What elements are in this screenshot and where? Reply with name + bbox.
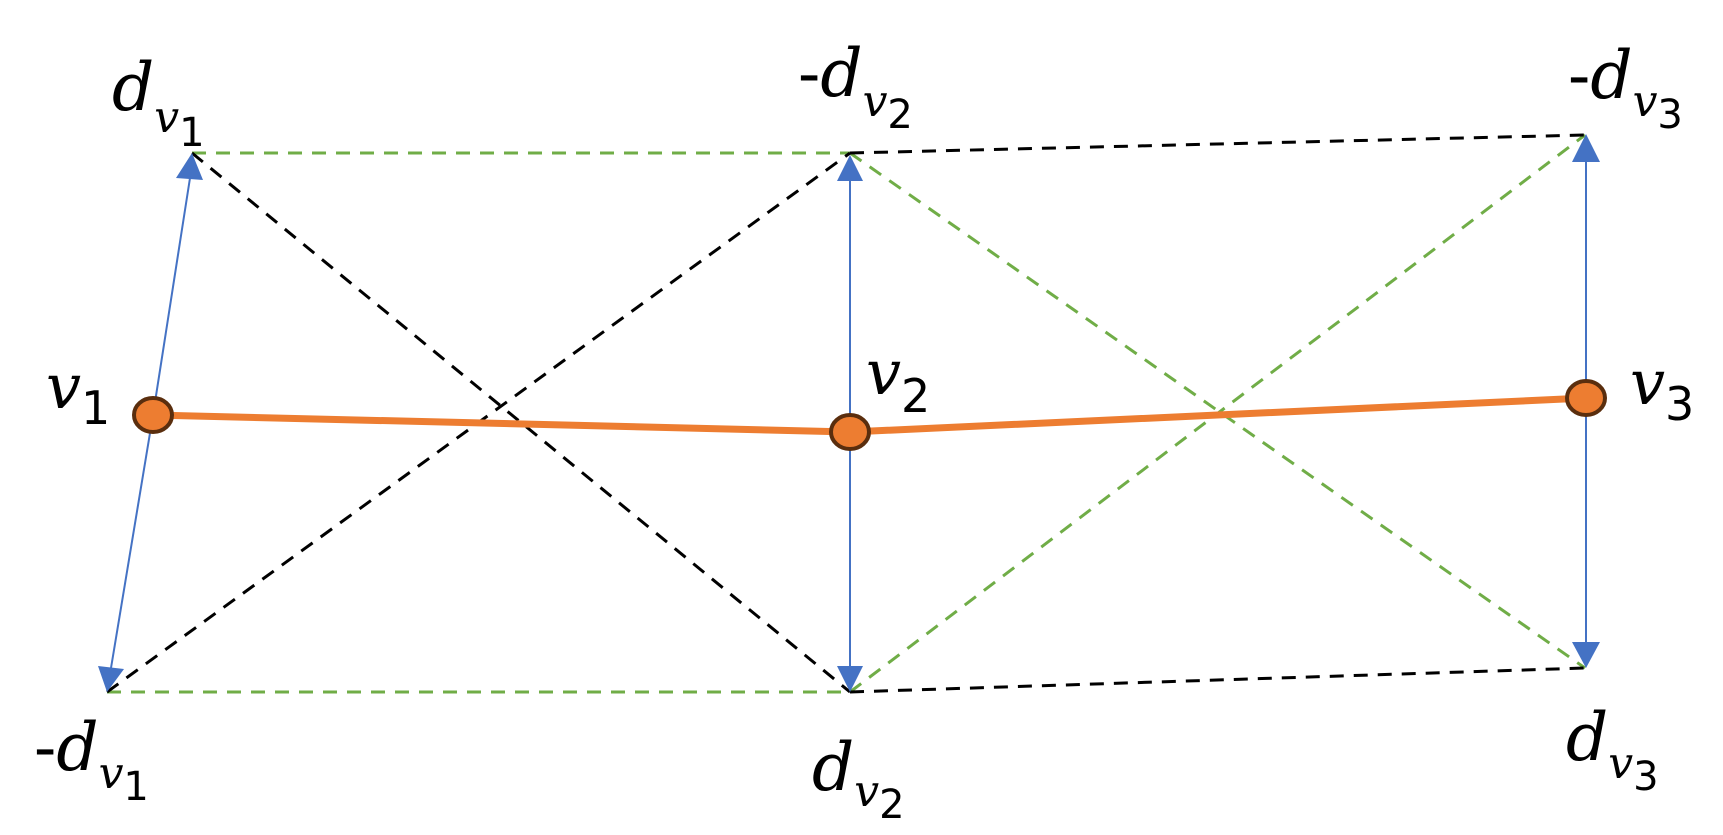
arrow-v1-to-neg-d-v1: [110, 414, 154, 669]
arrowhead-icon: [837, 155, 863, 181]
label-neg-d-v2: -dv2: [798, 35, 913, 138]
arrow-v1-to-d-v1: [152, 177, 191, 416]
edge-d-v2-to-d-v3: [849, 666, 1586, 694]
arrowhead-icon: [176, 153, 203, 180]
label-d-v1: dv1: [112, 49, 205, 156]
node-v3: [1565, 379, 1607, 417]
edge-neg-d-v2-to-neg-d-v3: [849, 133, 1586, 155]
label-d-v2: dv2: [812, 729, 905, 828]
node-v2: [829, 413, 871, 451]
label-v3: v3: [1630, 346, 1694, 431]
arrowhead-icon: [1572, 642, 1600, 668]
arrowhead-icon: [98, 666, 124, 692]
arrowhead-icon: [837, 666, 863, 692]
labels: dv1 -dv2 -dv3 v1 v2 v3 -dv1 dv2: [34, 35, 1694, 828]
edge-d-v1-to-d-v2: [191, 151, 851, 694]
label-d-v3: dv3: [1566, 699, 1659, 800]
nodes: [132, 379, 1607, 451]
node-v1: [132, 396, 174, 434]
arrowhead-icon: [1572, 134, 1600, 162]
label-neg-d-v1: -dv1: [34, 709, 149, 810]
label-neg-d-v3: -dv3: [1568, 37, 1683, 138]
label-v1: v1: [46, 350, 110, 435]
label-v2: v2: [866, 336, 930, 423]
blue-direction-arrows: [98, 134, 1600, 692]
edge-neg-d-v2-to-d-v3: [849, 151, 1586, 670]
